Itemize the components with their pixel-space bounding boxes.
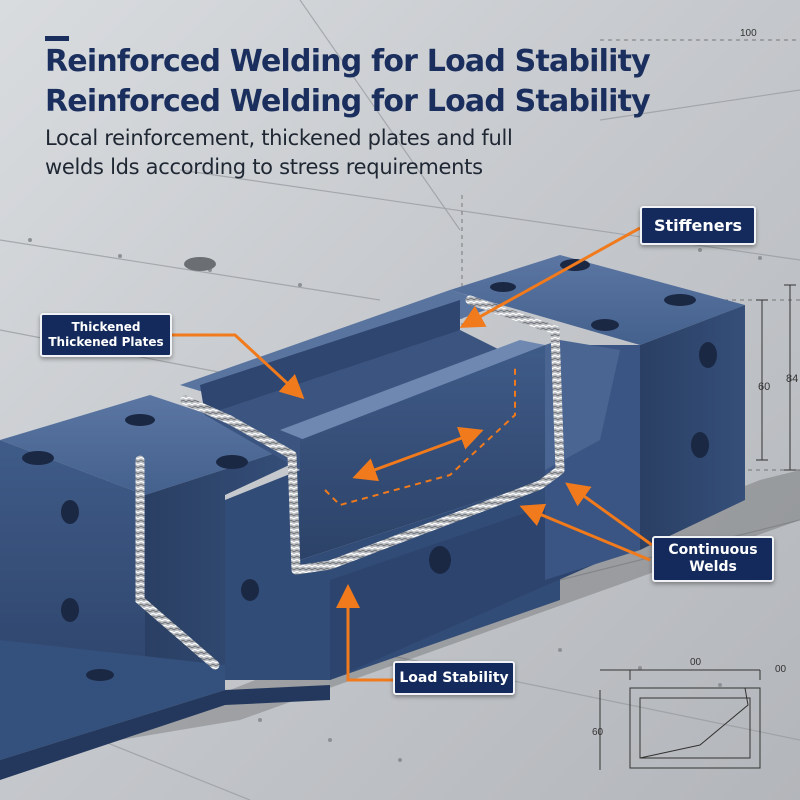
callout-stiffeners: Stiffeners <box>640 206 756 245</box>
stress-dashed-path <box>324 365 516 507</box>
bottom-flange <box>0 640 225 760</box>
right-block-side <box>640 305 745 550</box>
blueprint-top-right-label: 00 <box>775 664 787 675</box>
title-line-1: Reinforced Welding for Load Stability <box>45 44 651 79</box>
right-block-top <box>450 255 745 345</box>
callout-load-stability-label: Load Stability <box>399 670 509 686</box>
floor-rivets <box>28 238 762 762</box>
floor-hole <box>184 257 216 271</box>
blueprint-top-label: 00 <box>690 657 702 668</box>
blueprint-side-label: 60 <box>592 727 604 738</box>
stiffener-plate <box>545 340 620 470</box>
callout-continuous-line-1: Continuous <box>668 542 758 558</box>
callout-thickened-line-2: Thickened Plates <box>48 335 164 349</box>
left-block-side <box>145 445 300 680</box>
arrow-to-stiffeners <box>459 226 641 328</box>
arrow-to-weld-1 <box>519 503 651 562</box>
bottom-flange-edge <box>0 685 330 780</box>
subtitle-line-1: Local reinforcement, thickened plates an… <box>45 126 513 150</box>
dimension-label-inner: 60 <box>758 381 770 393</box>
left-vertical-weld <box>135 455 220 670</box>
right-block-holes <box>490 259 717 458</box>
dimension-label-outer: 84 <box>786 373 798 385</box>
callout-continuous-line-2: Welds <box>689 559 737 575</box>
blueprint-section <box>599 669 761 770</box>
left-block-holes <box>22 414 248 681</box>
arrow-to-load <box>336 584 393 682</box>
stress-arrow <box>352 426 484 482</box>
title-accent-bar <box>45 36 69 41</box>
beam-lower-holes <box>241 546 451 601</box>
callout-continuous-welds: Continuous Welds <box>652 536 774 582</box>
callout-thickened-plates: Thickened Thickened Plates <box>40 313 172 357</box>
callout-load-stability: Load Stability <box>393 661 515 695</box>
title-line-2: Reinforced Welding for Load Stability <box>45 84 651 119</box>
subtitle-line-2: welds lds according to stress requiremen… <box>45 155 483 179</box>
channel-front-wall-top <box>280 340 545 440</box>
callout-stiffeners-label: Stiffeners <box>653 216 743 235</box>
dimension-lines <box>756 284 796 471</box>
top-dimension-label: 100 <box>740 28 757 39</box>
continuous-weld-main <box>180 295 565 575</box>
arrow-to-thickened <box>170 333 305 400</box>
arrow-to-weld-2 <box>565 482 653 547</box>
callout-thickened-line-1: Thickened <box>71 320 141 334</box>
